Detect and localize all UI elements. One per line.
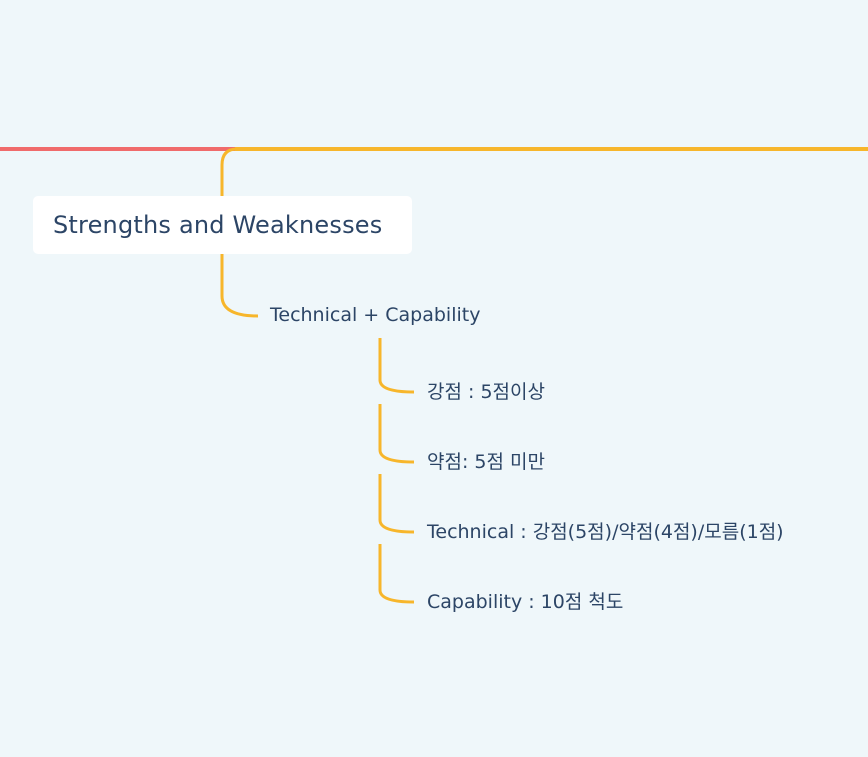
subtopic-strength-criteria[interactable]: 강점 : 5점이상: [427, 381, 545, 403]
subtopic-technical-scale[interactable]: Technical : 강점(5점)/약점(4점)/모름(1점): [427, 521, 784, 543]
topic-connector-line: [220, 254, 259, 318]
subtopic-connector-line: [378, 338, 415, 394]
subtopic-connector-line: [378, 404, 415, 464]
subtopic-connectors: [378, 338, 415, 604]
root-label: Strengths and Weaknesses: [53, 211, 383, 239]
subtopic-weakness-criteria[interactable]: 약점: 5점 미만: [427, 451, 545, 473]
subtopic-connector-line: [378, 544, 415, 604]
subtopic-capability-scale[interactable]: Capability : 10점 척도: [427, 591, 624, 613]
subtopic-connector-line: [378, 474, 415, 534]
root-node[interactable]: Strengths and Weaknesses: [33, 196, 412, 254]
root-connector-line: [220, 147, 238, 196]
topic-node-technical-capability[interactable]: Technical + Capability: [270, 304, 481, 326]
